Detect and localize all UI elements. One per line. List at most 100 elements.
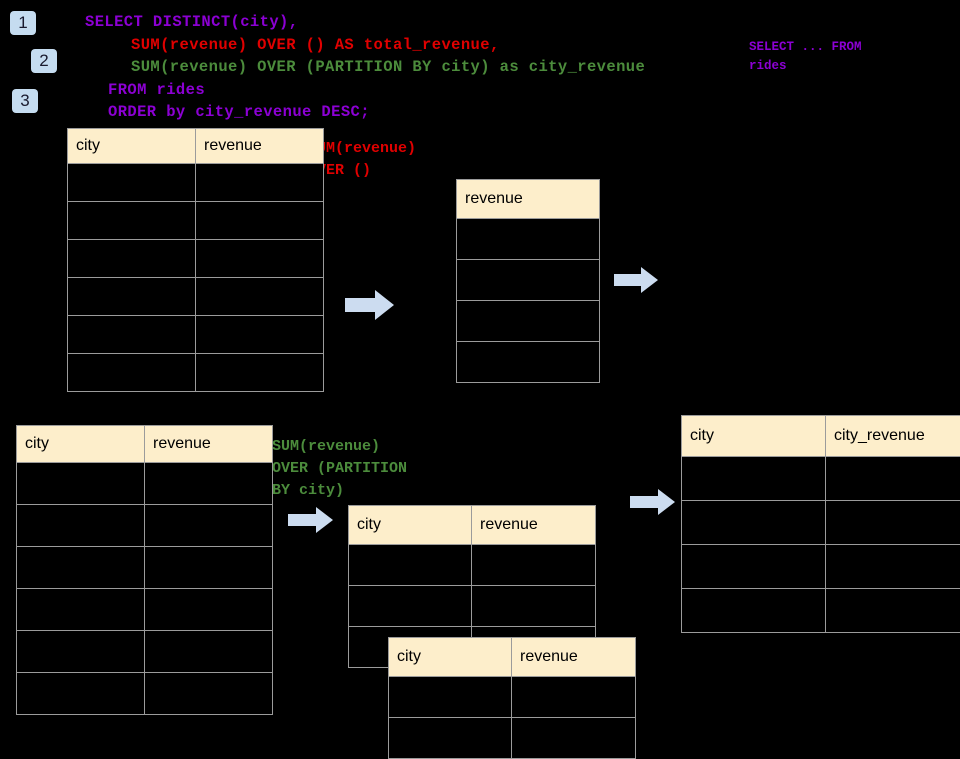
table-cell (68, 164, 196, 202)
table-row (349, 545, 596, 586)
table-rides-top: city revenue (67, 128, 324, 392)
table-rides-bottom: city revenue (16, 425, 273, 715)
flow-arrow-3 (288, 505, 334, 540)
table-cell (145, 589, 273, 631)
table-row (682, 501, 960, 545)
column-header-city: city (682, 416, 826, 457)
table-row (682, 545, 960, 589)
table-cell (68, 240, 196, 278)
column-header-city: city (68, 129, 196, 164)
table-cell (196, 240, 324, 278)
table-row (68, 164, 324, 202)
diagram-canvas: 1 2 3 SELECT DISTINCT(city), SUM(revenue… (0, 0, 960, 720)
table-partition-b: city revenue (388, 637, 636, 759)
table-row (68, 354, 324, 392)
step-badge-2: 2 (31, 49, 57, 73)
sql-line-from: FROM rides (108, 81, 205, 99)
table-row (457, 219, 600, 260)
table-cell (472, 545, 596, 586)
table-cell (145, 463, 273, 505)
table-header-row: revenue (457, 180, 600, 219)
table-row (457, 342, 600, 383)
table-header-row: city revenue (68, 129, 324, 164)
table-row (682, 457, 960, 501)
block-arrow-right-icon (288, 505, 334, 535)
table-row (68, 278, 324, 316)
table-row (349, 586, 596, 627)
table-row (17, 589, 273, 631)
table-row (17, 463, 273, 505)
table-result: city city_revenue (681, 415, 960, 633)
table-cell (457, 260, 600, 301)
table-cell (389, 677, 512, 718)
step-badge-3: 3 (12, 89, 38, 113)
sql-line-total-revenue: SUM(revenue) OVER () AS total_revenue, (131, 36, 500, 54)
table-row (68, 316, 324, 354)
column-header-city: city (349, 506, 472, 545)
table-row (17, 547, 273, 589)
sql-line-order-by: ORDER by city_revenue DESC; (108, 103, 370, 121)
table-cell (196, 164, 324, 202)
table-total-revenue: revenue (456, 179, 600, 383)
column-header-revenue: revenue (512, 638, 636, 677)
table-cell (349, 586, 472, 627)
column-header-revenue: revenue (457, 180, 600, 219)
sidenote-select-from-rides: SELECT ... FROM rides (749, 38, 862, 76)
table-cell (682, 589, 826, 633)
table-cell (17, 547, 145, 589)
table-cell (17, 631, 145, 673)
table-cell (17, 589, 145, 631)
step-badge-1: 1 (10, 11, 36, 35)
table-cell (68, 354, 196, 392)
table-row (389, 718, 636, 759)
column-header-city-revenue: city_revenue (826, 416, 960, 457)
table-cell (145, 547, 273, 589)
table-row (17, 673, 273, 715)
flow-arrow-4 (630, 487, 676, 522)
table-row (68, 202, 324, 240)
table-row (457, 301, 600, 342)
flow-arrow-1 (345, 288, 395, 327)
table-row (682, 589, 960, 633)
table-cell (196, 202, 324, 240)
table-cell (68, 316, 196, 354)
table-cell (457, 301, 600, 342)
table-row (389, 677, 636, 718)
table-header-row: city revenue (389, 638, 636, 677)
table-cell (826, 545, 960, 589)
table-cell (512, 677, 636, 718)
table-cell (196, 278, 324, 316)
table-cell (826, 457, 960, 501)
table-cell (145, 631, 273, 673)
table-row (457, 260, 600, 301)
table-cell (457, 219, 600, 260)
table-cell (826, 501, 960, 545)
table-cell (17, 673, 145, 715)
table-cell (349, 545, 472, 586)
table-cell (145, 505, 273, 547)
table-row (17, 505, 273, 547)
table-cell (457, 342, 600, 383)
table-row (68, 240, 324, 278)
table-cell (826, 589, 960, 633)
table-row (17, 631, 273, 673)
table-header-row: city city_revenue (682, 416, 960, 457)
table-cell (196, 316, 324, 354)
column-header-revenue: revenue (196, 129, 324, 164)
block-arrow-right-icon (630, 487, 676, 517)
annotation-total-revenue: SUM(revenue) OVER () (308, 138, 416, 182)
sql-line-select-distinct: SELECT DISTINCT(city), (85, 13, 298, 31)
table-cell (682, 545, 826, 589)
table-cell (68, 202, 196, 240)
table-cell (17, 505, 145, 547)
table-header-row: city revenue (17, 426, 273, 463)
table-cell (682, 457, 826, 501)
sql-line-city-revenue: SUM(revenue) OVER (PARTITION BY city) as… (131, 58, 645, 76)
table-cell (196, 354, 324, 392)
table-cell (389, 718, 512, 759)
table-cell (512, 718, 636, 759)
column-header-revenue: revenue (472, 506, 596, 545)
table-cell (68, 278, 196, 316)
flow-arrow-2 (614, 265, 659, 300)
table-cell (145, 673, 273, 715)
